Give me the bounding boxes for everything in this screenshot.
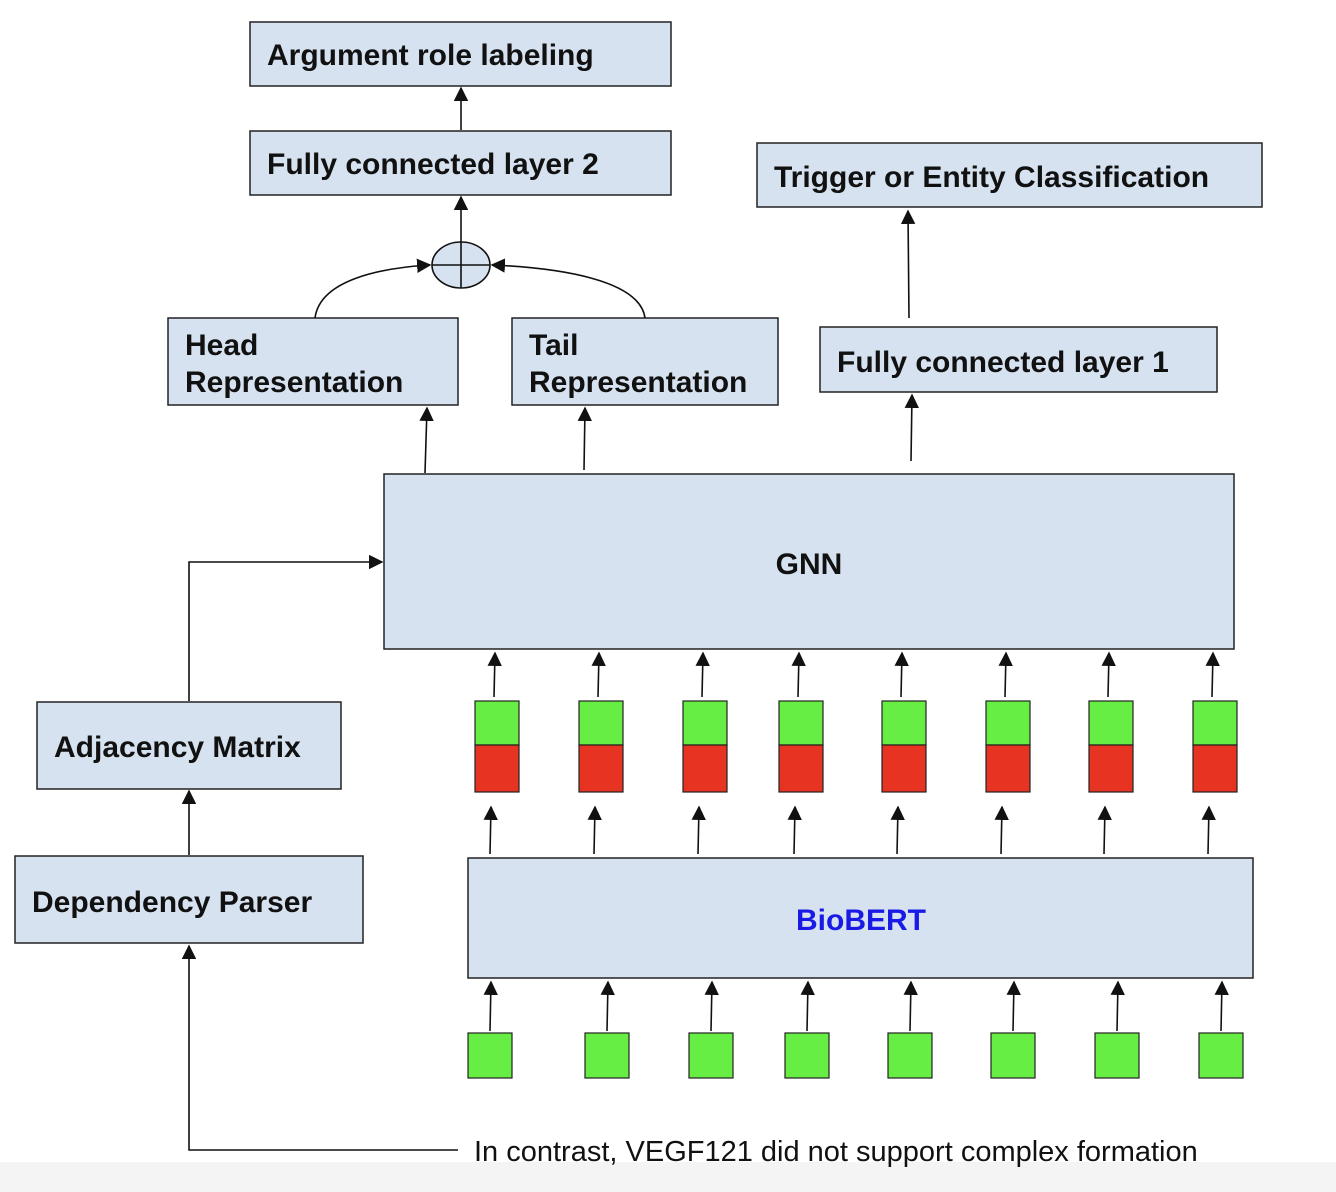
head-representation-box: Head Representation <box>167 317 459 406</box>
token-embedding-red-6 <box>985 744 1031 793</box>
arrow-biobert-to-embedding-8 <box>1201 805 1216 855</box>
token-embedding-green-4 <box>778 700 824 746</box>
token-embedding-red-8 <box>1192 744 1238 793</box>
arrow-embedding-to-gnn-7 <box>1101 651 1116 698</box>
token-embedding-green-2 <box>578 700 624 746</box>
token-embedding-red-5 <box>881 744 927 793</box>
arrow-embedding-to-gnn-6 <box>998 651 1013 698</box>
arrow-token-to-biobert-1 <box>483 980 498 1032</box>
token-embedding-green-8 <box>1192 700 1238 746</box>
token-embedding-green-6 <box>985 700 1031 746</box>
head-representation-line-2: Representation <box>185 366 403 399</box>
tail-representation-box: Tail Representation <box>511 317 779 406</box>
input-token-8 <box>1198 1032 1244 1079</box>
arrow-embedding-to-gnn-4 <box>791 651 806 698</box>
arrow-biobert-to-embedding-3 <box>691 805 706 855</box>
arrow-token-to-biobert-5 <box>903 980 918 1032</box>
fc-layer-1-box: Fully connected layer 1 <box>819 326 1218 393</box>
arrow-token-to-biobert-7 <box>1110 980 1125 1032</box>
token-embedding-red-4 <box>778 744 824 793</box>
input-token-7 <box>1094 1032 1140 1079</box>
token-embedding-green-7 <box>1088 700 1134 746</box>
token-columns <box>467 651 1244 1079</box>
arrow-gnn-to-head <box>419 406 434 474</box>
arrow-biobert-to-embedding-7 <box>1097 805 1112 855</box>
head-representation-line-1: Head <box>185 329 258 362</box>
arrow-embedding-to-gnn-2 <box>591 651 606 698</box>
token-embedding-green-1 <box>474 700 520 746</box>
bottom-strip <box>0 1162 1336 1192</box>
arrow-embedding-to-gnn-1 <box>487 651 502 698</box>
input-sentence: In contrast, VEGF121 did not support com… <box>474 1136 1198 1168</box>
arrow-biobert-to-embedding-2 <box>587 805 602 855</box>
input-token-1 <box>467 1032 513 1079</box>
gnn-label: GNN <box>776 548 843 581</box>
input-token-5 <box>887 1032 933 1079</box>
arrow-token-to-biobert-4 <box>800 980 815 1032</box>
arrow-token-to-biobert-3 <box>704 980 719 1032</box>
arrow-embedding-to-gnn-8 <box>1205 651 1220 698</box>
argument-role-labeling-box: Argument role labeling <box>249 21 672 87</box>
token-embedding-red-1 <box>474 744 520 793</box>
token-embedding-red-2 <box>578 744 624 793</box>
arrow-sentence-to-parser <box>181 944 458 1151</box>
arrow-token-to-biobert-2 <box>600 980 615 1032</box>
input-token-2 <box>584 1032 630 1079</box>
gnn-box: GNN <box>383 473 1235 650</box>
input-token-4 <box>784 1032 830 1079</box>
arrow-fc1-to-classification <box>900 209 916 319</box>
arrow-biobert-to-embedding-4 <box>787 805 802 855</box>
arrow-head-to-concat <box>314 258 432 319</box>
input-token-6 <box>990 1032 1036 1079</box>
arrow-adjacency-to-gnn <box>188 554 384 701</box>
adjacency-matrix-label: Adjacency Matrix <box>54 731 301 764</box>
token-embedding-green-3 <box>682 700 728 746</box>
fc-layer-2-box: Fully connected layer 2 <box>249 130 672 196</box>
arrow-tail-to-concat <box>490 258 646 319</box>
token-embedding-red-7 <box>1088 744 1134 793</box>
argument-role-labeling-label: Argument role labeling <box>267 39 594 72</box>
arrow-biobert-to-embedding-5 <box>890 805 905 855</box>
arrow-gnn-to-fc1 <box>904 393 920 462</box>
dependency-parser-label: Dependency Parser <box>32 886 312 919</box>
arrow-token-to-biobert-6 <box>1006 980 1021 1032</box>
adjacency-matrix-box: Adjacency Matrix <box>36 701 342 790</box>
biobert-label: BioBERT <box>796 904 926 937</box>
token-embedding-green-5 <box>881 700 927 746</box>
arrow-token-to-biobert-8 <box>1214 980 1229 1032</box>
tail-representation-line-2: Representation <box>529 366 747 399</box>
input-token-3 <box>688 1032 734 1079</box>
tail-representation-line-1: Tail <box>529 329 578 362</box>
arrow-biobert-to-embedding-6 <box>994 805 1009 855</box>
concat-node <box>431 241 491 289</box>
trigger-entity-classification-box: Trigger or Entity Classification <box>756 142 1263 208</box>
arrow-biobert-to-embedding-1 <box>483 805 498 855</box>
dependency-parser-box: Dependency Parser <box>14 855 364 944</box>
arrow-gnn-to-tail <box>577 406 592 471</box>
biobert-box: BioBERT <box>467 857 1254 979</box>
trigger-entity-classification-label: Trigger or Entity Classification <box>774 161 1209 194</box>
token-embedding-red-3 <box>682 744 728 793</box>
fc-layer-2-label: Fully connected layer 2 <box>267 148 599 181</box>
fc-layer-1-label: Fully connected layer 1 <box>837 346 1169 379</box>
arrow-embedding-to-gnn-5 <box>894 651 909 698</box>
arrow-embedding-to-gnn-3 <box>695 651 710 698</box>
